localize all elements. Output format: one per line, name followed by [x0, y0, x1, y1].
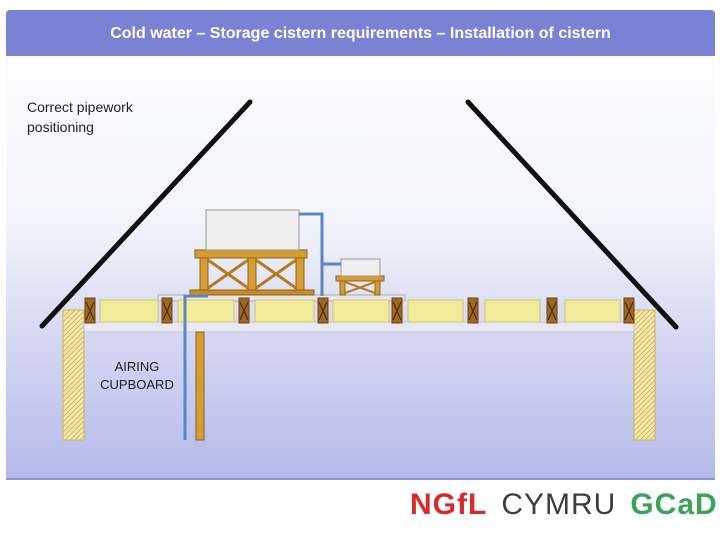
insulation-batt — [99, 299, 159, 323]
footer-band — [6, 478, 715, 536]
sponsor-logos: NGfL CYMRU GCaD — [410, 488, 718, 522]
pipe-cold-feed — [299, 212, 341, 266]
pipework-caption: Correct pipework positioning — [27, 99, 133, 135]
pipework — [183, 212, 341, 440]
cymru-logo: CYMRU — [501, 488, 617, 521]
large-cistern — [205, 209, 300, 251]
airing-cupboard-caption: AIRING CUPBOARD — [100, 359, 174, 392]
ngfl-logo: NGfL — [410, 488, 488, 521]
title-bar: Cold water – Storage cistern requirement… — [6, 10, 715, 56]
left-wall — [62, 309, 85, 441]
insulation-batt — [407, 299, 464, 323]
small-cistern-stand — [335, 275, 385, 296]
insulation-batt — [484, 299, 541, 323]
insulation-batt — [254, 299, 315, 323]
large-cistern-stand — [189, 249, 315, 296]
right-rafter — [465, 99, 679, 330]
pipe-down-main — [183, 294, 208, 440]
airing-cupboard-post — [195, 331, 205, 441]
insulation-batts — [99, 299, 621, 323]
insulation-batt — [332, 299, 390, 323]
insulation-batt — [564, 299, 621, 323]
right-wall — [633, 309, 656, 441]
left-rafter — [39, 99, 253, 329]
page-title: Cold water – Storage cistern requirement… — [110, 25, 611, 42]
gcad-logo: GCaD — [630, 488, 718, 521]
small-cistern — [340, 258, 381, 277]
insulation-batt — [177, 299, 235, 323]
